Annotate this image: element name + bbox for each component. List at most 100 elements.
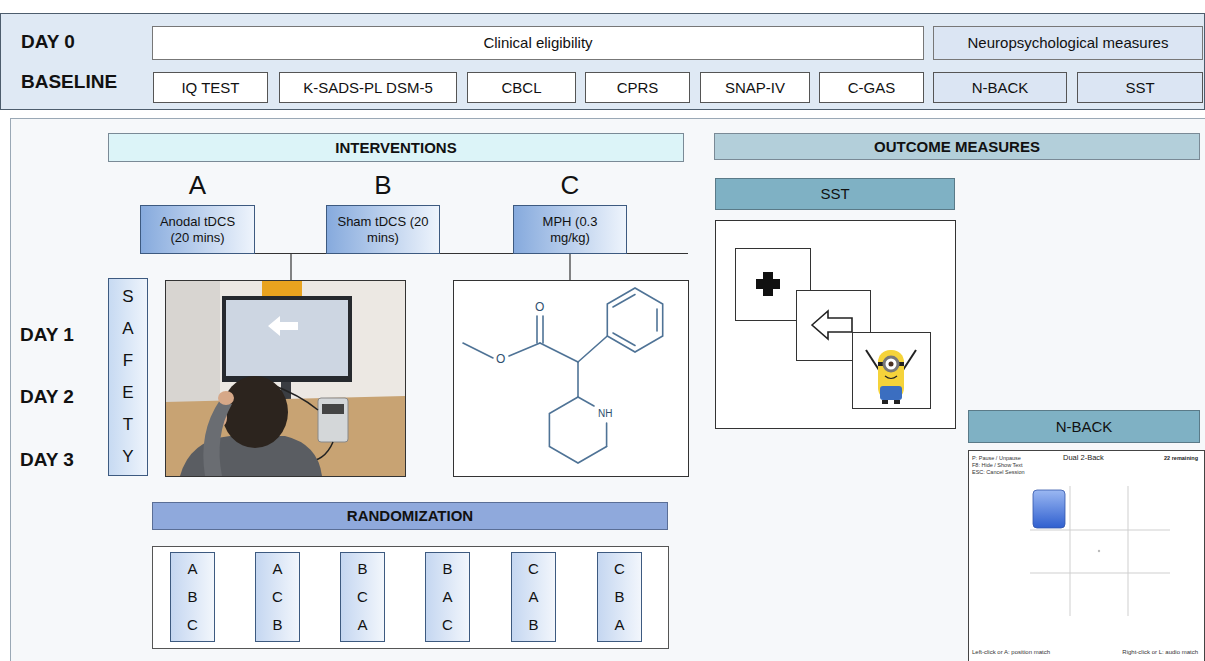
outcome-header: SST [715, 178, 955, 210]
randomization-panel [153, 547, 669, 649]
photo [318, 398, 348, 442]
stop-signal-task [903, 350, 916, 370]
n-back-screen [1030, 486, 1170, 616]
box-label: INTERVENTIONS [335, 139, 456, 157]
molecule [454, 281, 689, 477]
box-label: RANDOMIZATION [347, 507, 473, 525]
bus-line [290, 254, 291, 281]
molecule [613, 333, 635, 346]
box-label: MPH (0.3 mg/kg) [522, 214, 618, 245]
molecule [540, 343, 578, 362]
sequence-box: A C B [255, 552, 300, 642]
atom-label: O [496, 353, 505, 367]
photo-frame [166, 281, 406, 477]
photo [222, 376, 288, 448]
box-label: A C B [270, 555, 285, 639]
intervention-box: BSham tDCS (20 mins) [326, 205, 440, 254]
bus-line [627, 253, 688, 254]
sequence-box: A B C [170, 552, 215, 642]
photo [218, 391, 234, 405]
section-header: INTERVENTIONS [108, 133, 684, 162]
sequence-box: B C A [340, 552, 385, 642]
n-back-screen [969, 451, 1205, 661]
connector-line [440, 253, 513, 254]
stop-signal-task [894, 400, 900, 404]
letter-heading: C [514, 170, 626, 201]
molecule [509, 343, 540, 356]
box-label: SNAP-IV [725, 79, 785, 97]
sequence-box: C A B [511, 552, 556, 642]
outcome-header: N-BACK [968, 410, 1200, 443]
molecule [656, 309, 658, 331]
photo-frame [166, 281, 406, 477]
screen-text: Dual 2-Back [1063, 454, 1104, 463]
stop-signal-task [716, 221, 956, 429]
n-back-screen [1030, 573, 1170, 574]
box-label: IQ TEST [181, 79, 239, 97]
baseline-band: DAY 0 BASELINEClinical eligibilityNeurop… [0, 13, 1205, 110]
measure-box: CPRS [585, 72, 690, 103]
atom-label: NH [598, 408, 612, 420]
box-label: Neuropsychological measures [968, 34, 1169, 52]
box-label: CBCL [501, 79, 541, 97]
stop-signal-task [716, 221, 956, 429]
stop-signal-task [880, 386, 902, 400]
day-label: DAY 2 [20, 386, 74, 408]
measure-box: IQ TEST [153, 72, 268, 103]
screen-text: Left-click or A: position match [972, 649, 1050, 656]
letter-heading: B [327, 170, 439, 201]
bus-line [569, 254, 570, 281]
stop-signal-task [756, 279, 780, 289]
molecule [454, 281, 689, 477]
connector-line [255, 253, 326, 254]
photo [203, 400, 232, 476]
screen-text: ESC: Cancel Session [972, 469, 1025, 475]
stop-signal-task [878, 362, 904, 366]
measure-box: CBCL [467, 72, 576, 103]
stop-signal-task [885, 376, 897, 379]
stop-signal-task [853, 333, 931, 409]
stop-signal-task [882, 400, 888, 404]
screen-text: Right-click or L: audio match [1122, 649, 1198, 656]
sequence-box: B A C [425, 552, 470, 642]
box-label: B A C [440, 555, 455, 639]
stop-signal-task [884, 357, 898, 371]
group-header: Clinical eligibility [152, 26, 924, 60]
box-label: Sham tDCS (20 mins) [335, 214, 431, 245]
randomization-panel [153, 547, 669, 649]
box-label: SST [1125, 79, 1154, 97]
molecule [607, 288, 662, 352]
box-label: SAFETY [120, 281, 137, 473]
box-label: Anodal tDCS (20 mins) [150, 214, 246, 245]
stop-signal-task [812, 311, 852, 339]
section-header: RANDOMIZATION [152, 502, 668, 530]
main-panel [11, 119, 1205, 661]
molecule [578, 336, 607, 362]
measure-box: C-GAS [819, 72, 924, 103]
n-back-screen [1070, 486, 1071, 616]
box-label: C-GAS [848, 79, 896, 97]
safety-bar: SAFETY [108, 278, 148, 476]
n-back-screen [969, 451, 1205, 661]
stop-signal-task [878, 350, 904, 400]
n-back-screen [1098, 550, 1100, 552]
section-header: OUTCOME MEASURES [714, 133, 1200, 160]
molecule [578, 397, 594, 406]
day-label: DAY 1 [20, 324, 74, 346]
box-label: C A B [526, 555, 541, 639]
intervention-box: AAnodal tDCS (20 mins) [140, 205, 255, 254]
photo [222, 296, 352, 382]
group-header: Neuropsychological measures [933, 26, 1203, 60]
measure-box: K-SADS-PL DSM-5 [279, 72, 457, 103]
screen-text: P: Pause / Unpause [972, 455, 1021, 461]
box-label: Clinical eligibility [483, 34, 592, 52]
measure-box: N-BACK [933, 72, 1067, 103]
screen-text: 22 remaining [1164, 455, 1198, 461]
photo [165, 280, 405, 476]
photo [268, 316, 298, 336]
atom-label: O [535, 301, 544, 315]
box-label: B C A [355, 555, 370, 639]
letter-heading: A [141, 170, 254, 201]
box-label: K-SADS-PL DSM-5 [303, 79, 432, 97]
